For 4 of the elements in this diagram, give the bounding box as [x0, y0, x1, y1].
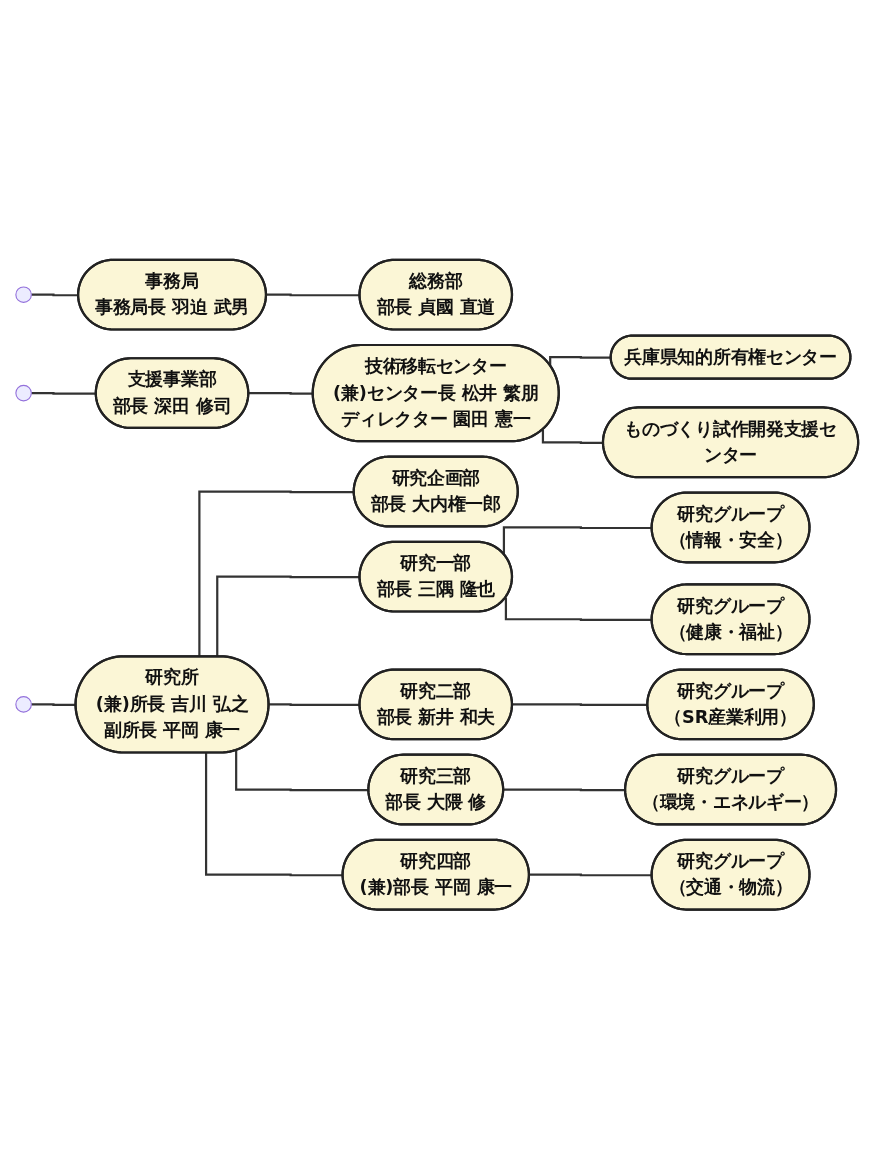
connector — [235, 750, 369, 792]
connector — [30, 293, 79, 297]
connector — [541, 430, 604, 445]
connector — [511, 703, 648, 707]
